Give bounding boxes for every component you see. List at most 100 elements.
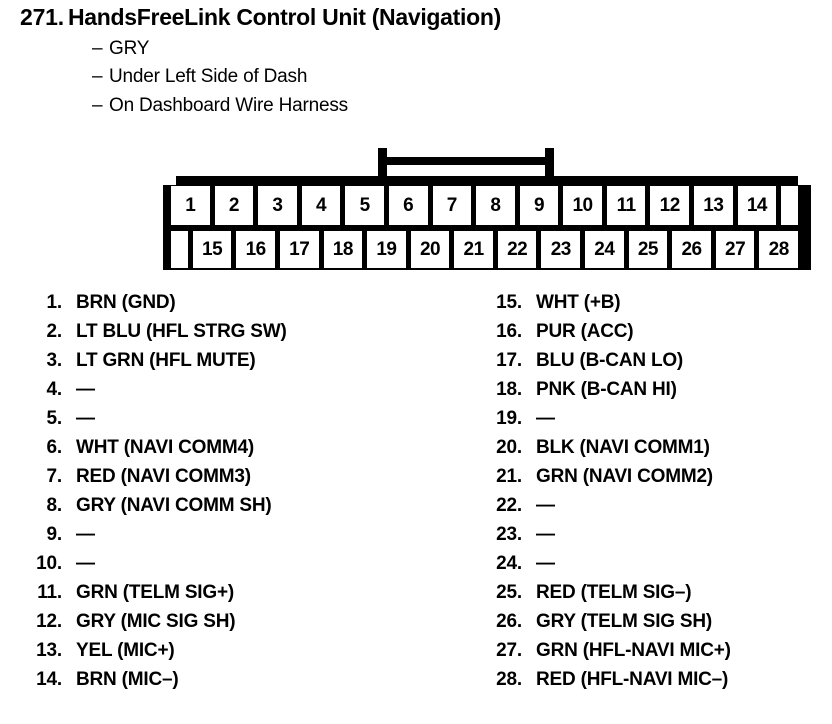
pin-number: 10. — [36, 553, 62, 574]
pin-list-right: 15. WHT (+B) 16. PUR (ACC) 17.BLU (B-CAN LO)… — [482, 292, 731, 698]
pin-description: LT GRN (HFL MUTE) — [76, 350, 256, 371]
detail-line-harness: –On Dashboard Wire Harness — [92, 95, 348, 117]
pin-number: 3. — [46, 350, 63, 371]
pin-row: 3. LT GRN (HFL MUTE) — [22, 350, 287, 379]
pin-row: 10. — — [22, 553, 287, 582]
detail-line-harness-text: On Dashboard Wire Harness — [109, 95, 348, 116]
pin-number: 4. — [46, 379, 63, 400]
connector-pin-13: 13 — [694, 186, 733, 225]
pin-description: GRN (TELM SIG+) — [76, 582, 234, 603]
pin-row: 27.GRN (HFL-NAVI MIC+) — [482, 640, 731, 669]
pin-row: 14.BRN (MIC–) — [22, 669, 287, 698]
pin-description: GRY (NAVI COMM SH) — [76, 495, 272, 516]
pin-list-left: 1. BRN (GND) 2. LT BLU (HFL STRG SW) 3. LT GR… — [22, 292, 287, 698]
pin-description: — — [76, 553, 95, 574]
pin-description: GRY (MIC SIG SH) — [76, 611, 236, 632]
connector-pin-12: 12 — [650, 186, 690, 225]
pin-description: GRY (TELM SIG SH) — [536, 611, 713, 632]
connector-pin-24: 24 — [585, 231, 624, 268]
shell-notch-right-icon — [798, 176, 811, 185]
pin-description: WHT (NAVI COMM4) — [76, 437, 254, 458]
connector-blank-cavity-top-right — [781, 186, 798, 225]
connector-pin-3: 3 — [258, 186, 297, 225]
pin-number: 8. — [46, 495, 63, 516]
shell-notch-left-icon — [163, 176, 176, 185]
pin-row: 12.GRY (MIC SIG SH) — [22, 611, 287, 640]
pin-number: 15. — [496, 292, 522, 313]
connector-pin-10: 10 — [563, 186, 602, 225]
pin-description: — — [536, 524, 555, 545]
pin-number: 23. — [496, 524, 522, 545]
pin-number: 22. — [496, 495, 522, 516]
pin-description: — — [536, 408, 555, 429]
pin-number: 6. — [46, 437, 63, 458]
connector-pin-1: 1 — [171, 186, 210, 225]
dash-icon: – — [92, 38, 103, 59]
connector-pin-25: 25 — [628, 231, 668, 268]
pin-row: 4. — — [22, 379, 287, 408]
connector-pin-6: 6 — [388, 186, 428, 225]
pin-row: 17.BLU (B-CAN LO) — [482, 350, 731, 379]
connector-pin-28: 28 — [759, 231, 798, 268]
connector-pin-15: 15 — [192, 231, 232, 268]
pin-row: 22.— — [482, 495, 731, 524]
connector-pin-4: 4 — [301, 186, 341, 225]
pin-number: 24. — [496, 553, 522, 574]
pin-number: 21. — [496, 466, 522, 487]
connector-pin-20: 20 — [410, 231, 450, 268]
connector-pin-16: 16 — [236, 231, 275, 268]
connector-pin-18: 18 — [323, 231, 363, 268]
pin-number: 9. — [46, 524, 63, 545]
detail-line-color-text: GRY — [109, 38, 150, 59]
pin-row: 13.YEL (MIC+) — [22, 640, 287, 669]
connector-pin-14: 14 — [737, 186, 777, 225]
pin-number: 27. — [496, 640, 522, 661]
connector-pin-17: 17 — [279, 231, 319, 268]
pin-row: 2. LT BLU (HFL STRG SW) — [22, 321, 287, 350]
pin-description: RED (NAVI COMM3) — [76, 466, 251, 487]
pin-description: PUR (ACC) — [536, 321, 634, 342]
detail-line-location: –Under Left Side of Dash — [92, 66, 307, 88]
pin-number: 2. — [46, 321, 63, 342]
pin-row: 9. — — [22, 524, 287, 553]
connector-pin-7: 7 — [432, 186, 472, 225]
pin-description: RED (HFL-NAVI MIC–) — [536, 669, 729, 690]
pin-description: PNK (B-CAN HI) — [536, 379, 677, 400]
latch-bar-icon — [378, 157, 554, 165]
pin-row: 5.— — [22, 408, 287, 437]
pin-number: 26. — [496, 611, 522, 632]
connector-pin-26: 26 — [672, 231, 711, 268]
connector-pin-9: 9 — [519, 186, 559, 225]
pin-row: 11.GRN (TELM SIG+) — [22, 582, 287, 611]
pin-row: 19.— — [482, 408, 731, 437]
connector-pin-27: 27 — [715, 231, 755, 268]
pin-number: 7. — [46, 466, 63, 487]
pin-row: 16. PUR (ACC) — [482, 321, 731, 350]
pin-description: RED (TELM SIG–) — [536, 582, 692, 603]
pin-number: 16. — [496, 321, 522, 342]
pin-description: LT BLU (HFL STRG SW) — [76, 321, 287, 342]
pin-row: 21. GRN (NAVI COMM2) — [482, 466, 731, 495]
entry-title: HandsFreeLink Control Unit (Navigation) — [68, 4, 501, 30]
pin-description: BLK (NAVI COMM1) — [536, 437, 710, 458]
pin-description: — — [536, 553, 555, 574]
pin-number: 5. — [46, 408, 63, 429]
pin-description: BRN (GND) — [76, 292, 176, 313]
pin-row: 18. PNK (B-CAN HI) — [482, 379, 731, 408]
pin-description: — — [76, 379, 95, 400]
connector-blank-cavity-bottom-left — [171, 231, 188, 268]
pin-number: 1. — [46, 292, 63, 313]
pin-description: — — [76, 524, 95, 545]
pin-row: 6. WHT (NAVI COMM4) — [22, 437, 287, 466]
pin-row: 28.RED (HFL-NAVI MIC–) — [482, 669, 731, 698]
pin-number: 14. — [36, 669, 62, 690]
pin-description: GRN (NAVI COMM2) — [536, 466, 713, 487]
pin-number: 18. — [496, 379, 522, 400]
connector-pin-8: 8 — [476, 186, 515, 225]
detail-line-location-text: Under Left Side of Dash — [109, 66, 308, 87]
pin-description: WHT (+B) — [536, 292, 621, 313]
pin-row: 23. — — [482, 524, 731, 553]
connector-pin-5: 5 — [345, 186, 384, 225]
pin-row: 26. GRY (TELM SIG SH) — [482, 611, 731, 640]
